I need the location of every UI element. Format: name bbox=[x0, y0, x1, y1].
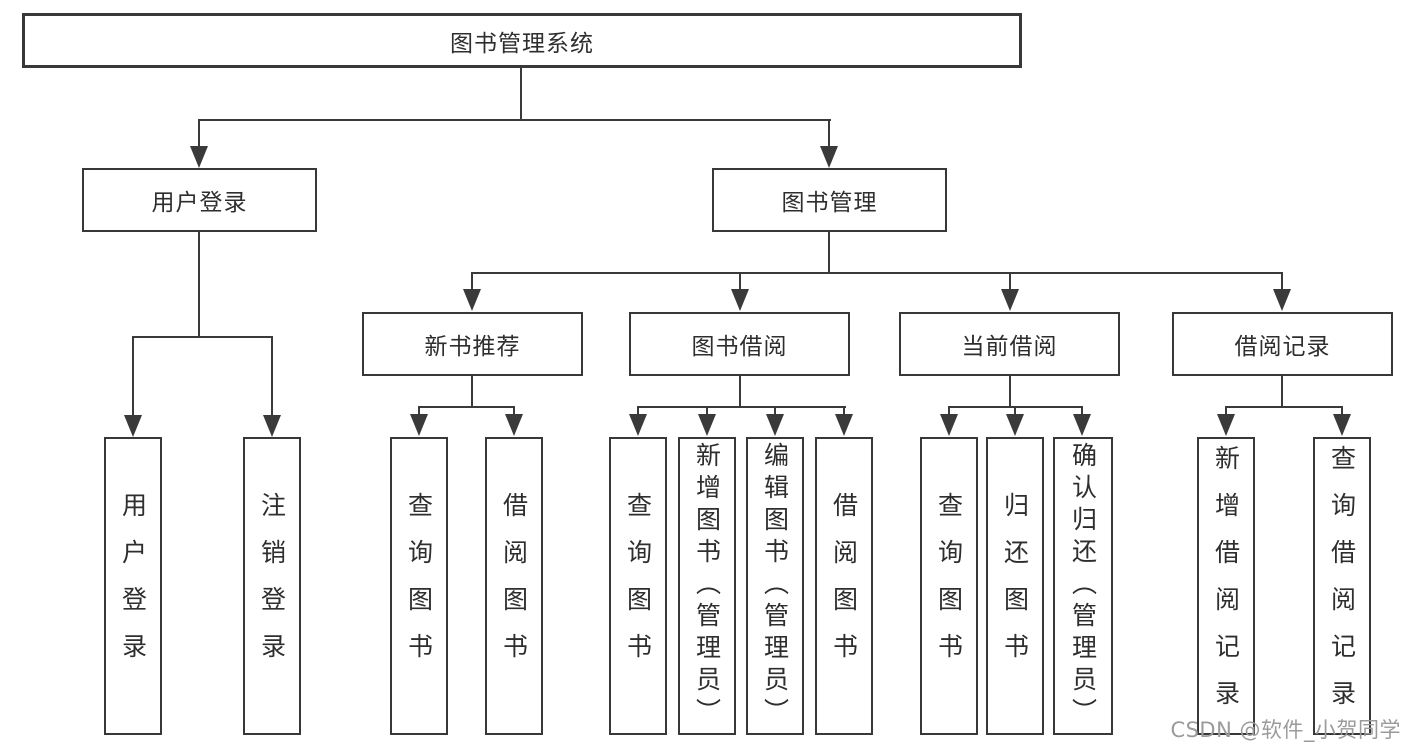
node-book-borrow: 图书借阅 bbox=[629, 312, 850, 376]
connector-userlogin-drop2 bbox=[271, 338, 273, 416]
arrow-down-icon bbox=[1006, 414, 1024, 436]
connector-borrow-drop3 bbox=[774, 406, 776, 416]
arrow-down-icon bbox=[835, 414, 853, 436]
connector-borrow-stem bbox=[739, 376, 741, 406]
connector-borrow-drop4 bbox=[843, 406, 845, 416]
arrow-down-icon bbox=[629, 414, 647, 436]
arrow-down-icon bbox=[410, 414, 428, 436]
leaf-newbook-borrow-books: 借阅图书 bbox=[485, 437, 543, 735]
arrow-down-icon bbox=[698, 414, 716, 436]
connector-record-drop2 bbox=[1341, 406, 1343, 416]
arrow-down-icon bbox=[1333, 414, 1351, 436]
connector-bookmgmt-drop3 bbox=[1009, 274, 1011, 290]
connector-newbook-stem bbox=[471, 376, 473, 406]
arrow-down-icon bbox=[505, 414, 523, 436]
connector-record-bar bbox=[1225, 406, 1343, 408]
connector-current-drop1 bbox=[948, 406, 950, 416]
connector-borrow-bar bbox=[637, 406, 846, 408]
leaf-current-confirm-return-admin: 确认归还（管理员） bbox=[1053, 437, 1113, 735]
arrow-down-icon bbox=[731, 289, 749, 311]
connector-current-drop2 bbox=[1014, 406, 1016, 416]
node-borrow-record: 借阅记录 bbox=[1172, 312, 1393, 376]
connector-bookmgmt-bar bbox=[471, 272, 1283, 274]
leaf-record-query-record: 查询借阅记录 bbox=[1313, 437, 1371, 735]
connector-root-drop-right bbox=[828, 121, 830, 149]
connector-record-drop1 bbox=[1225, 406, 1227, 416]
connector-userlogin-drop1 bbox=[132, 338, 134, 416]
connector-bookmgmt-stem bbox=[828, 232, 830, 273]
arrow-down-icon bbox=[263, 415, 281, 437]
leaf-borrow-borrow-books: 借阅图书 bbox=[815, 437, 873, 735]
connector-userlogin-stem bbox=[198, 232, 200, 337]
leaf-borrow-edit-books-admin: 编辑图书（管理员） bbox=[746, 437, 804, 735]
arrow-down-icon bbox=[190, 146, 208, 168]
arrow-down-icon bbox=[1001, 289, 1019, 311]
connector-newbook-bar bbox=[418, 406, 515, 408]
node-root: 图书管理系统 bbox=[22, 13, 1022, 68]
arrow-down-icon bbox=[940, 414, 958, 436]
connector-root-drop-left bbox=[198, 121, 200, 149]
connector-bookmgmt-drop1 bbox=[471, 274, 473, 290]
arrow-down-icon bbox=[1217, 414, 1235, 436]
connector-root-stem bbox=[520, 68, 522, 120]
leaf-logout: 注销登录 bbox=[243, 437, 301, 735]
leaf-borrow-add-books-admin: 新增图书（管理员） bbox=[678, 437, 736, 735]
connector-userlogin-bar bbox=[132, 336, 273, 338]
leaf-record-add-record: 新增借阅记录 bbox=[1197, 437, 1255, 735]
connector-current-drop3 bbox=[1081, 406, 1083, 416]
connector-bookmgmt-drop4 bbox=[1281, 274, 1283, 290]
connector-root-bar bbox=[198, 119, 831, 121]
node-book-management: 图书管理 bbox=[712, 168, 947, 232]
arrow-down-icon bbox=[124, 415, 142, 437]
arrow-down-icon bbox=[820, 146, 838, 168]
connector-bookmgmt-drop2 bbox=[739, 274, 741, 290]
node-current-borrow: 当前借阅 bbox=[899, 312, 1120, 376]
connector-borrow-drop2 bbox=[706, 406, 708, 416]
connector-record-stem bbox=[1281, 376, 1283, 406]
csdn-watermark: CSDN @软件_小贺同学 bbox=[1170, 718, 1401, 742]
leaf-user-login: 用户登录 bbox=[104, 437, 162, 735]
connector-current-stem bbox=[1009, 376, 1011, 406]
arrow-down-icon bbox=[463, 289, 481, 311]
node-user-login: 用户登录 bbox=[82, 168, 317, 232]
leaf-current-query-books: 查询图书 bbox=[920, 437, 978, 735]
leaf-newbook-query-books: 查询图书 bbox=[390, 437, 448, 735]
connector-newbook-drop2 bbox=[513, 406, 515, 416]
arrow-down-icon bbox=[1073, 414, 1091, 436]
leaf-borrow-query-books: 查询图书 bbox=[609, 437, 667, 735]
connector-newbook-drop1 bbox=[418, 406, 420, 416]
arrow-down-icon bbox=[766, 414, 784, 436]
connector-borrow-drop1 bbox=[637, 406, 639, 416]
node-new-book-recommend: 新书推荐 bbox=[362, 312, 583, 376]
arrow-down-icon bbox=[1273, 289, 1291, 311]
leaf-current-return-books: 归还图书 bbox=[986, 437, 1044, 735]
